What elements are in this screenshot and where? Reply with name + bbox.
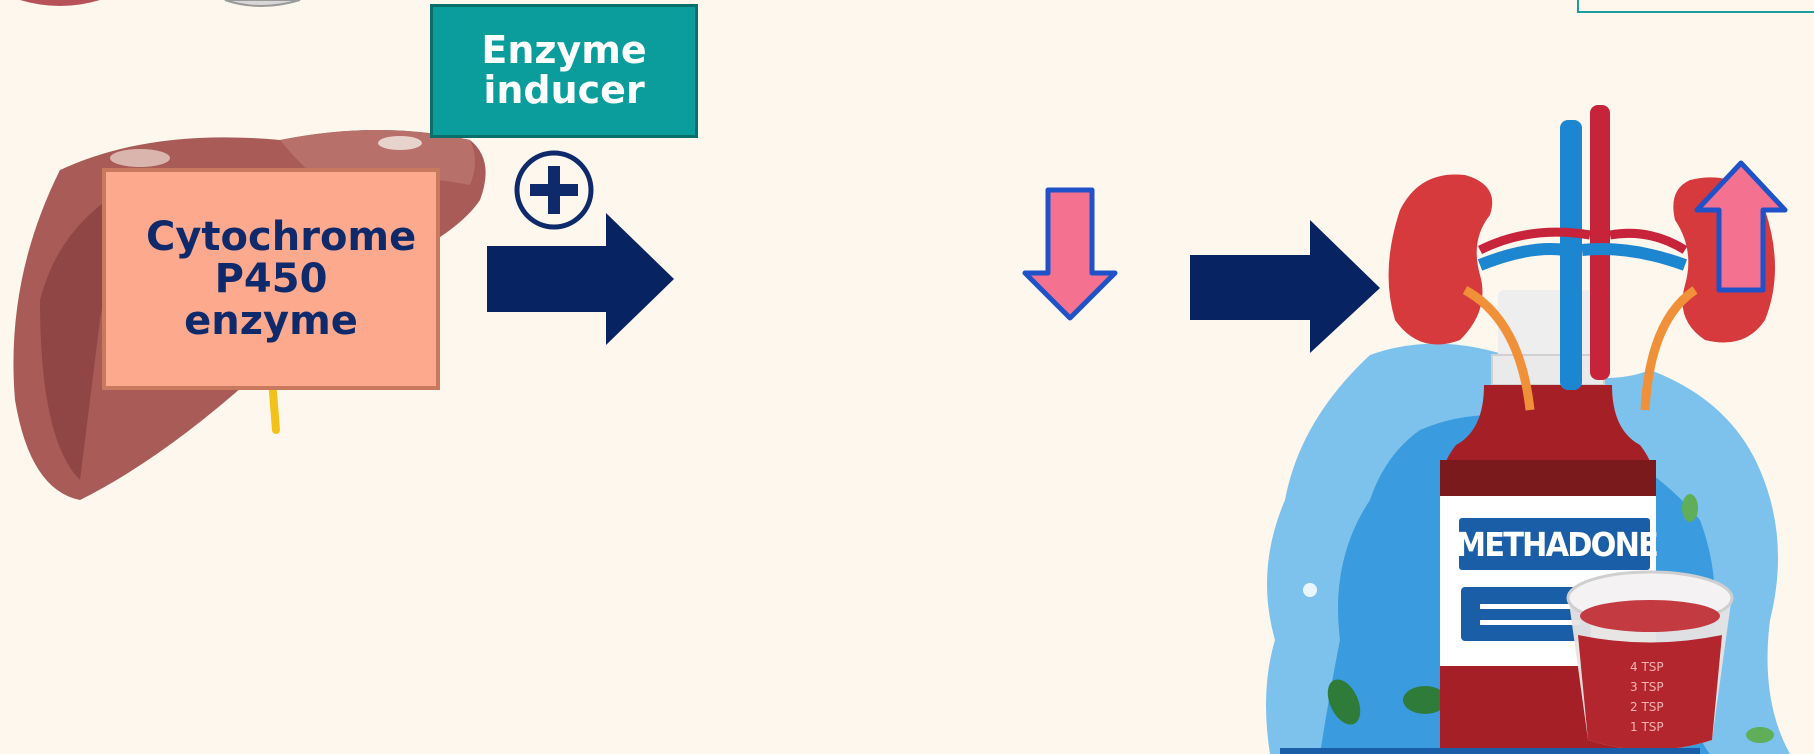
right-arrow-2 xyxy=(1190,220,1380,353)
top-left-organ-fragment xyxy=(20,0,300,6)
enzyme-inducer-label: Enzyme inducer xyxy=(464,31,664,111)
right-arrow-1 xyxy=(487,213,674,345)
down-arrow-icon xyxy=(1025,190,1115,318)
top-right-box-fragment xyxy=(1577,0,1814,13)
cytochrome-p450-box: Cytochrome P450 enzyme xyxy=(102,168,440,390)
cytochrome-label: Cytochrome P450 enzyme xyxy=(146,216,396,342)
cup-mark-1: 1 TSP xyxy=(1630,720,1664,734)
bottom-strip xyxy=(1280,748,1700,754)
cup-mark-2: 2 TSP xyxy=(1630,700,1664,714)
cup-mark-4: 4 TSP xyxy=(1630,660,1664,674)
cup-mark-3: 3 TSP xyxy=(1630,680,1664,694)
plus-circle-icon xyxy=(517,153,591,227)
methadone-label: METHADONE xyxy=(1469,518,1645,570)
enzyme-inducer-box: Enzyme inducer xyxy=(430,4,698,138)
